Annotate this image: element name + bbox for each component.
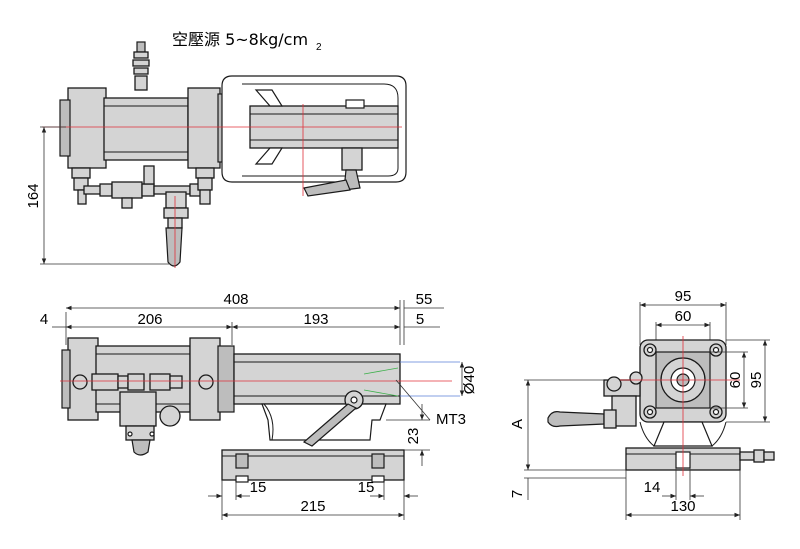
base-width-dim: 130 (670, 498, 695, 515)
top-view-height-dim: 164 (25, 183, 42, 208)
base-slot-dim: 14 (644, 479, 661, 496)
air-source-title: 空壓源 5~8kg/cm 2 (172, 30, 322, 53)
base-right-slot-dim: 15 (358, 479, 375, 496)
base-height-dim: 23 (405, 428, 422, 445)
air-source-label: 空壓源 5~8kg/cm (172, 30, 308, 49)
side-total-length-dim: 408 (223, 291, 248, 308)
bottom-thickness-dim: 7 (509, 490, 526, 498)
flange-vertical-inner-dim: 60 (727, 372, 744, 389)
base-length-dim: 215 (300, 498, 325, 515)
flange-vertical-outer-dim: 95 (748, 372, 765, 389)
side-small-offset-dim: 5 (416, 311, 424, 328)
side-view: 408 206 193 4 55 5 (40, 291, 478, 520)
air-source-subscript: 2 (316, 42, 322, 53)
top-view: 164 (25, 41, 407, 268)
side-top-offset-dim: 55 (416, 291, 433, 308)
side-left-length-dim: 206 (137, 311, 162, 328)
flange-outer-dim: 95 (675, 288, 692, 305)
base-left-slot-dim: 15 (250, 479, 267, 496)
taper-label: MT3 (436, 411, 466, 428)
side-right-length-dim: 193 (303, 311, 328, 328)
end-view: 95 60 (509, 288, 775, 520)
flange-inner-dim: 60 (675, 308, 692, 325)
side-left-offset-dim: 4 (40, 311, 48, 328)
quill-diameter-dim: Ø40 (461, 366, 478, 394)
center-height-dim: A (509, 419, 526, 429)
